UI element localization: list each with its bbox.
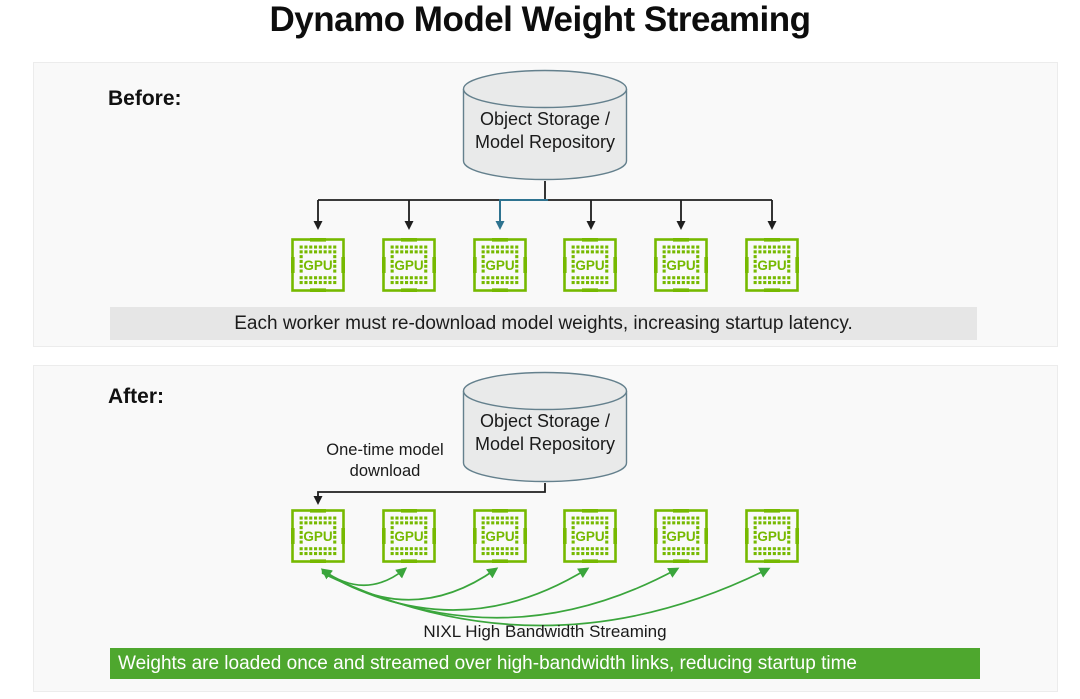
after-storage-cylinder: Object Storage / Model Repository [462,371,628,483]
gpu-chip-icon: GPU [472,238,527,292]
before-label: Before: [108,87,182,110]
gpu-label: GPU [485,258,514,273]
gpu-label: GPU [667,258,696,273]
after-storage-label: Object Storage / Model Repository [462,410,628,456]
gpu-label: GPU [757,529,786,544]
gpu-label: GPU [576,258,605,273]
gpu-chip-icon: GPU [563,509,618,563]
before-storage-cylinder: Object Storage / Model Repository [462,69,628,181]
storage-label-line1: Object Storage / [479,109,611,129]
gpu-label: GPU [303,258,332,273]
page-title: Dynamo Model Weight Streaming [269,0,811,39]
gpu-label: GPU [576,529,605,544]
gpu-chip-icon: GPU [381,509,436,563]
gpu-chip-icon: GPU [654,238,709,292]
storage-label-line2: Model Repository [474,132,616,152]
streaming-label: NIXL High Bandwidth Streaming [423,622,667,641]
database-cylinder-icon [462,371,628,483]
gpu-label: GPU [303,529,332,544]
after-caption-banner: Weights are loaded once and streamed ove… [110,648,980,679]
gpu-label: GPU [757,258,786,273]
download-note-line2: download [349,462,421,480]
gpu-chip-icon: GPU [291,238,345,292]
gpu-chip-icon: GPU [654,509,709,563]
gpu-chip-icon: GPU [563,238,618,292]
gpu-label: GPU [394,529,423,544]
storage-label-line1: Object Storage / [479,411,611,431]
database-cylinder-icon [462,69,628,181]
after-gpu-row: GPU GPU GPU GPU GPU [289,507,801,565]
gpu-label: GPU [394,258,423,273]
gpu-label: GPU [485,529,514,544]
gpu-chip-icon: GPU [291,509,345,563]
gpu-label: GPU [667,529,696,544]
download-note: One-time model download [299,440,471,482]
before-storage-label: Object Storage / Model Repository [462,108,628,154]
gpu-chip-icon: GPU [472,509,527,563]
download-note-line1: One-time model [326,441,444,459]
gpu-chip-icon: GPU [744,238,799,292]
storage-label-line2: Model Repository [474,434,616,454]
gpu-chip-icon: GPU [381,238,436,292]
after-label: After: [108,385,164,408]
before-caption-banner: Each worker must re-download model weigh… [110,307,977,340]
before-gpu-row: GPU GPU GPU GPU GPU [289,236,801,294]
gpu-chip-icon: GPU [744,509,799,563]
